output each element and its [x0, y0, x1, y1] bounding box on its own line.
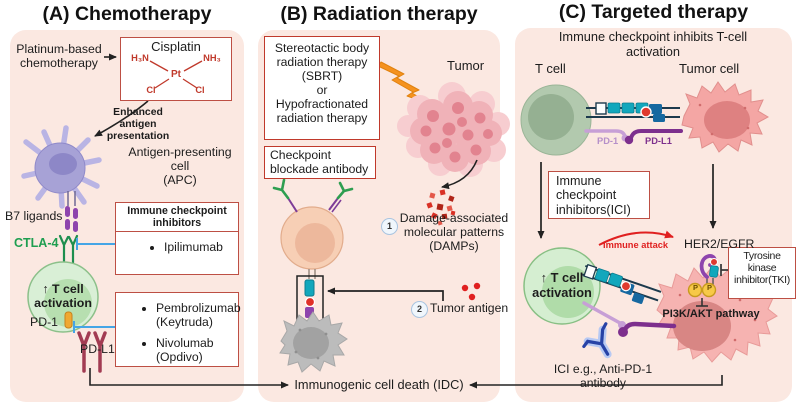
her2-egfr-label: HER2/EGFR [684, 237, 755, 251]
tcell-activation-label-a: ↑ T cell activation [34, 282, 92, 311]
cisplatin-name: Cisplatin [151, 39, 201, 54]
cisplatin-cl-left: Cl [146, 85, 156, 95]
apc-label: Antigen-presenting cell (APC) [128, 145, 232, 188]
pd1-label-a: PD-1 [30, 315, 59, 329]
pdl1-label-c: PD-L1 [645, 136, 672, 146]
panel-b-title: (B) Radiation therapy [280, 3, 478, 25]
enhanced-presentation-label: Enhanced antigen presentation [106, 107, 170, 142]
cisplatin-pt: Pt [171, 69, 181, 80]
tumor-label-b: Tumor [447, 58, 485, 73]
step-1-badge: 1 [381, 218, 398, 235]
checkpoint-blockade-box: Checkpoint blockade antibody [264, 146, 376, 179]
tumor-antigen-label: Tumor antigen [430, 301, 509, 315]
step-2-badge: 2 [411, 301, 428, 318]
anti-pd1-antibody-label: ICI e.g., Anti-PD-1 antibody [553, 362, 653, 390]
tcell-label-c: T cell [535, 61, 566, 76]
panel-c-title: (C) Targeted therapy [558, 1, 749, 23]
ici-box-c: Immune checkpoint inhibitors(ICI) [548, 171, 650, 219]
tki-box: Tyrosine kinase inhibitor(TKI) [728, 247, 796, 299]
b7-ligands-label: B7 ligands [5, 209, 63, 223]
pi3k-akt-label: PI3K/AKT pathway [662, 308, 760, 320]
tumor-cell-label-c: Tumor cell [679, 61, 740, 76]
ctla4-label: CTLA-4 [14, 236, 59, 250]
phospho-p2-label: P [706, 283, 712, 292]
damps-label: Damage-associated molecular patterns (DA… [399, 211, 509, 253]
cisplatin-h3n: H₃N [131, 53, 149, 63]
checkpoint-inhibitors-header-box: Immune checkpoint inhibitors [115, 202, 239, 233]
pdl1-label-a: PD-L1 [80, 342, 115, 356]
panel-c-subtitle: Immune checkpoint inhibits T-cell activa… [558, 29, 748, 59]
drug-ipilimumab: Ipilimumab [164, 240, 238, 254]
pd1-drugs-box: Pembrolizumab (Keytruda) Nivolumab (Opdi… [115, 292, 241, 367]
drug-pembrolizumab: Pembrolizumab (Keytruda) [156, 301, 241, 329]
drug-nivolumab: Nivolumab (Opdivo) [156, 336, 238, 364]
immune-attack-label: Immune attack [603, 240, 669, 250]
cisplatin-cl-right: Cl [195, 85, 205, 95]
sbrt-box: Stereotactic body radiation therapy (SBR… [264, 36, 380, 140]
platinum-chemo-label: Platinum-based chemotherapy [16, 42, 102, 71]
tcell-activation-label-c: ↑ T cell activation [532, 270, 592, 300]
idc-label: Immunogenic cell death (IDC) [294, 377, 464, 392]
cisplatin-box [120, 37, 232, 101]
pd1-label-c: PD-1 [597, 136, 619, 146]
phospho-p1-label: P [692, 283, 698, 292]
cisplatin-nh3: NH₃ [203, 53, 221, 63]
panel-a-title: (A) Chemotherapy [42, 3, 212, 25]
